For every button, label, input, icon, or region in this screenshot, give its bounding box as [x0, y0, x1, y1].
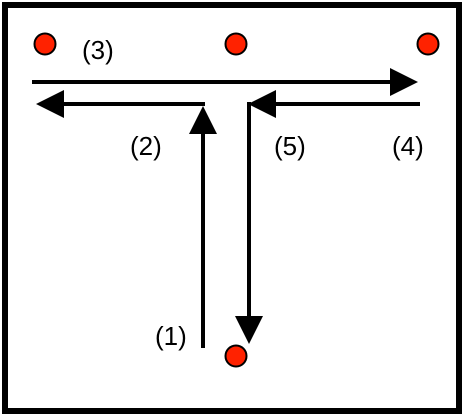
node-top-left: [33, 32, 57, 56]
arrow-step3: [32, 68, 418, 96]
label-step5: (5): [274, 131, 306, 161]
node-top-right: [416, 32, 440, 56]
label-step3: (3): [82, 35, 114, 65]
label-step2: (2): [130, 131, 162, 161]
arrow-step4: [248, 90, 420, 118]
node-bottom-center: [224, 344, 248, 368]
label-step1: (1): [155, 321, 187, 351]
arrow-step2: [36, 90, 205, 118]
node-top-middle: [224, 32, 248, 56]
label-step4: (4): [392, 131, 424, 161]
arrow-step5: [235, 102, 263, 344]
arrow-step1: [189, 106, 217, 348]
